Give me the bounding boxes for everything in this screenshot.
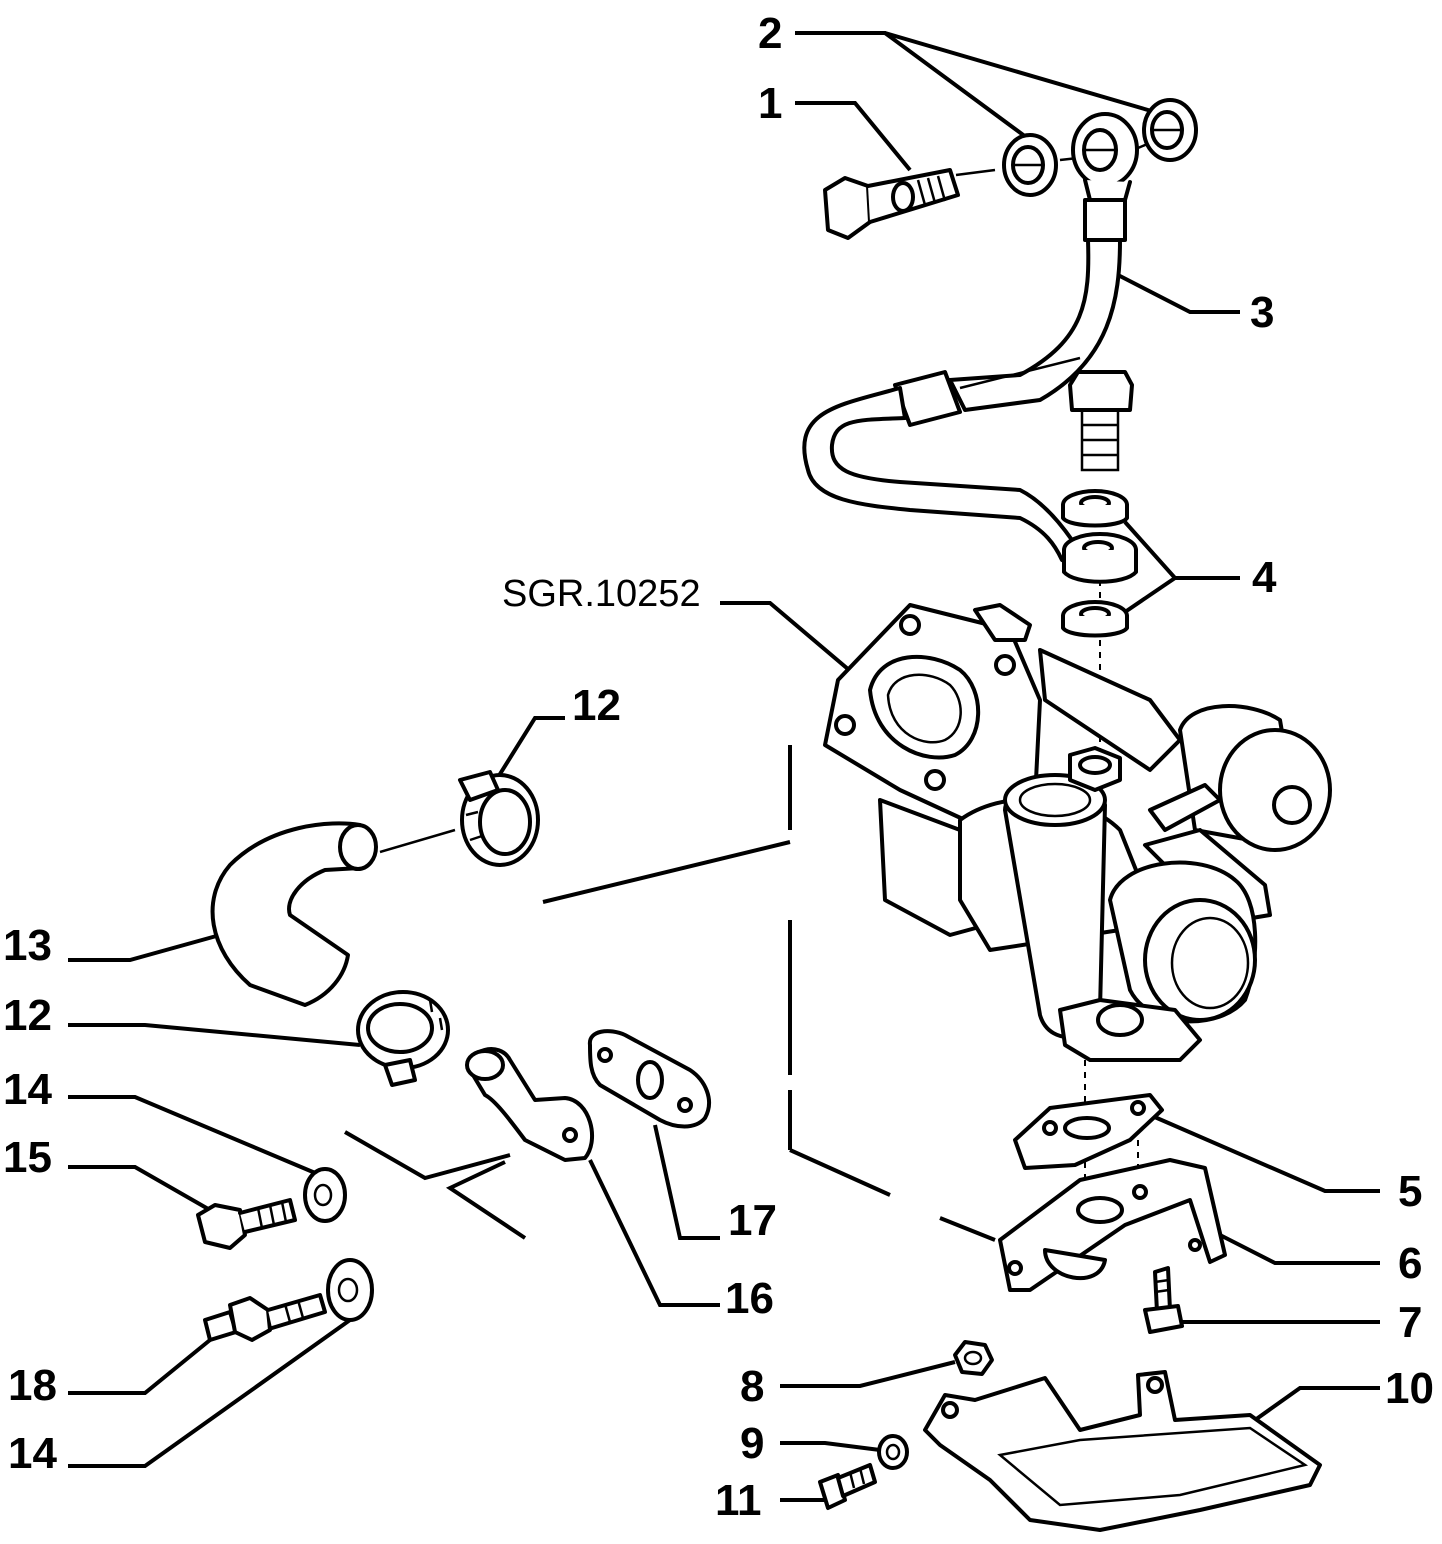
diagram-reference-code: SGR.10252 bbox=[502, 573, 701, 615]
washer-part-14-upper bbox=[303, 1167, 347, 1223]
callout-3: 3 bbox=[1250, 288, 1274, 337]
stud-part-18 bbox=[203, 1293, 327, 1342]
hose-clamp-part-12-upper bbox=[458, 770, 540, 867]
callout-10: 10 bbox=[1385, 1364, 1434, 1413]
hose-clamp-part-12-lower bbox=[356, 990, 450, 1087]
callout-2: 2 bbox=[758, 9, 782, 58]
callout-7: 7 bbox=[1398, 1298, 1422, 1347]
banjo-bolt-part-1 bbox=[823, 168, 960, 240]
callout-18: 18 bbox=[8, 1361, 57, 1410]
washer-part-4a bbox=[1061, 489, 1129, 528]
callout-4: 4 bbox=[1252, 553, 1277, 602]
callout-15: 15 bbox=[3, 1133, 52, 1182]
callout-9: 9 bbox=[740, 1419, 764, 1468]
callout-14-lower: 14 bbox=[8, 1429, 57, 1478]
washer-part-9 bbox=[877, 1434, 909, 1470]
callout-12-lower: 12 bbox=[3, 991, 52, 1040]
gasket-part-5 bbox=[1013, 1093, 1164, 1170]
oil-pipe-part-3 bbox=[802, 112, 1139, 562]
callout-12-upper: 12 bbox=[572, 681, 621, 730]
callout-17: 17 bbox=[728, 1196, 777, 1245]
gasket-part-17 bbox=[587, 1029, 711, 1129]
bolt-part-7 bbox=[1143, 1266, 1184, 1334]
heat-shield-part-10 bbox=[923, 1370, 1322, 1532]
bracket-part-6 bbox=[998, 1158, 1227, 1292]
callout-labels: 1 2 3 4 5 6 7 8 9 10 11 12 12 13 14 14 1… bbox=[3, 9, 1434, 1525]
callout-5: 5 bbox=[1398, 1167, 1422, 1216]
callout-14-upper: 14 bbox=[3, 1065, 52, 1114]
pipe-flange-part-16 bbox=[465, 1047, 595, 1162]
bolt-part-11 bbox=[818, 1463, 877, 1510]
callout-11: 11 bbox=[715, 1476, 762, 1525]
banjo-bolt-part-4 bbox=[1068, 370, 1134, 472]
callout-6: 6 bbox=[1398, 1239, 1422, 1288]
washer-part-4c bbox=[1061, 600, 1129, 638]
washer-part-2b bbox=[1142, 98, 1198, 162]
washer-part-2a bbox=[1002, 133, 1058, 197]
callout-8: 8 bbox=[740, 1362, 764, 1411]
callout-1: 1 bbox=[758, 79, 782, 128]
nut-part-8 bbox=[953, 1340, 994, 1376]
callout-13: 13 bbox=[3, 921, 52, 970]
turbocharger-assembly bbox=[823, 603, 1332, 1062]
callout-16: 16 bbox=[725, 1274, 774, 1323]
bolt-part-15 bbox=[196, 1198, 297, 1250]
banjo-fitting-part-4b bbox=[1062, 532, 1138, 584]
washer-part-14-lower bbox=[326, 1258, 374, 1322]
hose-part-13 bbox=[210, 821, 378, 1007]
leader-lines bbox=[68, 31, 1380, 1502]
